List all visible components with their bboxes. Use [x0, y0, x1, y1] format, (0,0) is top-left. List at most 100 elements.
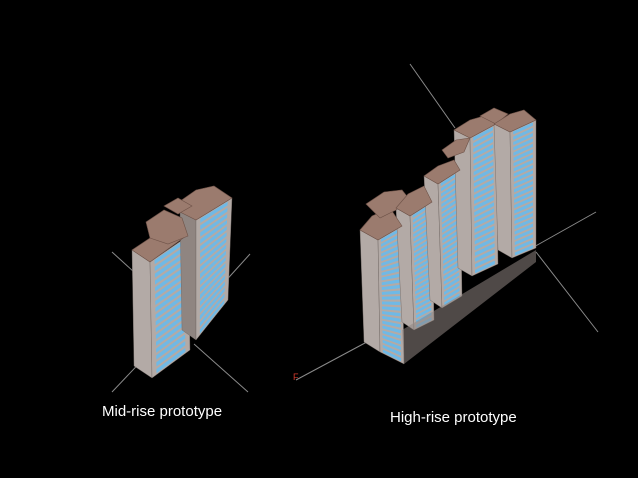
high-rise-building [359, 107, 537, 365]
high-slab-1-front-face-window-band [382, 344, 402, 356]
high-slab-4-front-face-window-band [474, 219, 495, 233]
mid-left-front-face-window-band [156, 341, 186, 367]
high-slab-4-front-face-window-band [474, 231, 495, 245]
high-slab-1-front-face-window-band [382, 349, 402, 362]
high-slab-2-front-face-window-band [414, 268, 431, 281]
high-slab-5-front-face-window-band [514, 223, 534, 235]
high-slab-5-front-face-window-band [514, 228, 534, 240]
high-slab-3-front-face-window-band [442, 219, 459, 233]
high-rise-walls [359, 119, 537, 365]
high-slab-1-west-face [359, 229, 381, 353]
high-slab-3-front-face [437, 169, 463, 309]
high-slab-3-front-face-window-band [442, 225, 459, 239]
high-slab-4-front-face-window-band [474, 225, 495, 239]
mid-roof-notch [163, 197, 193, 215]
high-roof-3 [395, 185, 433, 217]
high-slab-5-front-face [509, 119, 537, 259]
high-slab-1-front-face-window-band [381, 284, 401, 291]
mid-right-front-face [195, 197, 233, 341]
high-slab-5-front-face-window-band [513, 170, 533, 183]
mid-left-front-face-window-band [156, 347, 186, 374]
high-slab-1-front-face [377, 225, 405, 365]
high-slab-3-front-face-window-band [443, 266, 460, 280]
high-slab-5-front-face-window-band [514, 202, 534, 214]
mid-right-front-face-window-band [200, 232, 227, 258]
high-slab-1-front-face-window-band [381, 251, 400, 262]
high-slab-4-front-face-window-band [473, 150, 494, 164]
high-slab-2-front-face-window-band [413, 233, 430, 247]
high-slab-5-front-face-window-band [513, 127, 533, 140]
high-slab-4-front-face-window-band [473, 144, 494, 159]
mid-right-front-face-window-band [199, 269, 226, 300]
high-slab-5-front-face-window-band [514, 186, 534, 198]
mid-right-front-face-window-band [200, 263, 226, 293]
high-axis-top [409, 63, 456, 129]
high-slab-2-front-face-window-band [412, 214, 430, 228]
high-slab-3-front-face-window-band [441, 204, 458, 218]
high-slab-3-front-face-window-band [442, 230, 459, 244]
high-podium-shadow [402, 250, 536, 364]
high-slab-1-front-face-window-band [381, 239, 400, 252]
high-slab-2-front-face-window-band [414, 273, 431, 285]
high-slab-3-front-face-window-band [441, 209, 459, 223]
mid-right-front-face-window-band [200, 207, 228, 230]
high-slab-5-front-face-window-band [513, 138, 533, 151]
high-slab-5-front-face-window-band [513, 122, 533, 135]
mid-right-front-face-window-band [199, 293, 225, 327]
high-slab-1-front-face-window-band [381, 245, 400, 257]
mid-left-front-face-window-band [154, 260, 184, 285]
mid-right-front-face-window-band [200, 213, 228, 237]
mid-left-front-face [149, 235, 191, 379]
high-slab-5-front-face-window-band [513, 149, 533, 161]
high-slab-1-front-face-window-band [380, 234, 400, 247]
high-slab-4-front-face-window-band [474, 190, 494, 205]
high-slab-4-front-face-window-band [473, 184, 494, 199]
high-slab-3-front-face-window-band [442, 245, 459, 259]
high-slab-2-front-face-window-band [412, 209, 430, 223]
high-slab-3-front-face-window-band [440, 172, 458, 187]
axis-marker-label: F [293, 372, 299, 382]
high-slab-2-front-face [409, 201, 435, 331]
mid-rise-caption: Mid-rise prototype [102, 403, 223, 420]
high-slab-2-front-face-window-band [415, 302, 432, 314]
high-slab-2-front-face-window-band [415, 287, 432, 300]
high-slab-4-front-face-window-band [474, 254, 495, 268]
mid-left-front-face-window-band [155, 300, 185, 326]
high-slab-1-front-face-window-band [382, 335, 401, 345]
high-slab-1-front-face-window-band [381, 268, 400, 276]
high-roof-5 [441, 137, 471, 159]
mid-left-front-face-window-band [154, 247, 184, 272]
high-slab-4-front-face-window-band [473, 132, 494, 147]
mid-right-front-face-window-band [200, 250, 226, 279]
high-slab-1-front-face-window-band [381, 290, 401, 295]
high-roof-4 [423, 159, 461, 185]
high-slab-1-front-face-window-band [382, 311, 401, 317]
high-slab-5-front-face-window-band [514, 207, 534, 219]
high-slab-3-front-face-window-band [443, 277, 460, 290]
high-slab-3-front-face-window-band [442, 240, 459, 254]
high-slab-4-front-face-window-band [474, 249, 495, 262]
high-slab-2-front-face-window-band [414, 253, 431, 266]
high-slab-2-front-face-window-band [413, 243, 431, 257]
high-axis-se [535, 251, 599, 333]
mid-left-front-face-window-band [154, 240, 184, 265]
mid-right-front-face-window-band [199, 275, 226, 306]
high-slab-2-front-face-window-band [413, 219, 430, 233]
high-axis-sw [295, 335, 379, 381]
high-slab-4-front-face-window-band [474, 237, 495, 251]
high-slab-4-front-face [469, 123, 499, 277]
mid-left-front-face-window-band [155, 314, 185, 340]
high-slab-1-front-face-window-band [382, 325, 401, 334]
mid-left-front-face-window-band [156, 334, 186, 360]
mid-right-front-face-window-band [200, 201, 228, 223]
high-slab-2-front-face-window-band [413, 229, 430, 242]
high-slab-5-front-face-window-band [514, 234, 534, 246]
mid-left-front-face-window-band [155, 280, 185, 306]
mid-left-front-face-window-band [155, 307, 185, 333]
high-roof-7 [479, 107, 509, 125]
high-slab-3-front-face-window-band [442, 235, 459, 249]
high-slab-4-front-face-window-band [473, 179, 494, 193]
high-slab-5-front-face-window-band [514, 212, 534, 225]
high-slab-3-front-face-window-band [443, 256, 459, 270]
